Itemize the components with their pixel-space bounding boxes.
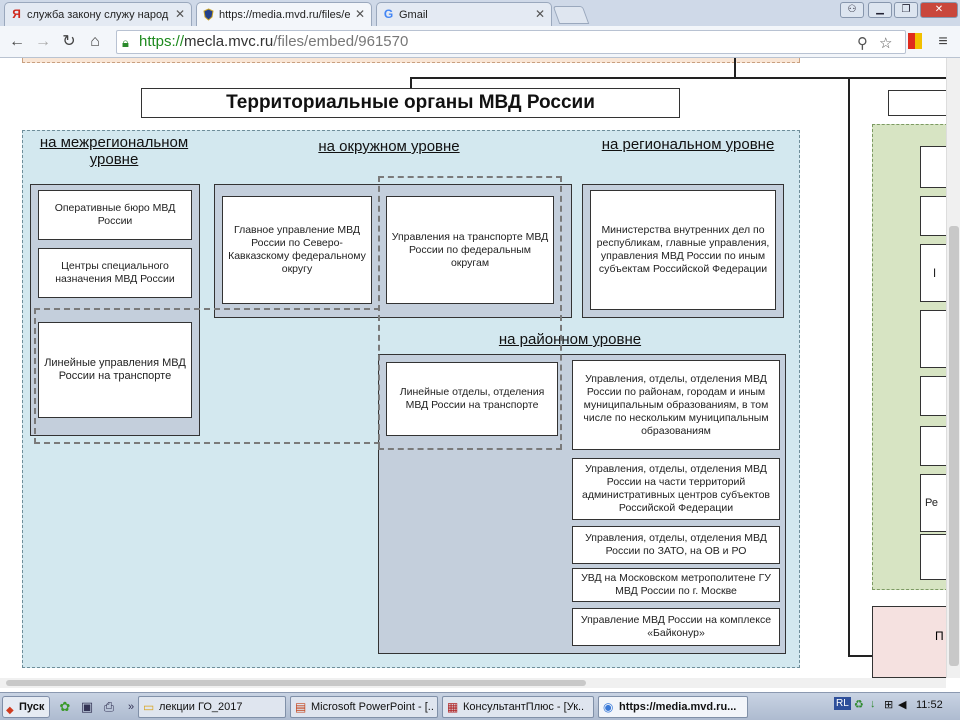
taskbar-item-powerpoint[interactable]: ▤ Microsoft PowerPoint - [.. xyxy=(290,696,438,718)
box-linear-departments: Линейные отделы, отделения МВД России на… xyxy=(386,362,558,436)
bookmark-star-icon[interactable]: ☆ xyxy=(879,35,893,52)
scroll-thumb[interactable] xyxy=(6,680,586,686)
forward-arrow-icon[interactable]: → xyxy=(35,33,51,50)
start-label: Пуск xyxy=(19,701,45,713)
tab-label: https://media.mvd.ru/files/e xyxy=(219,8,351,21)
minimize-button[interactable]: ▁ xyxy=(868,2,892,18)
shield-icon xyxy=(202,8,215,21)
maximize-button[interactable]: ❐ xyxy=(894,2,918,18)
right-pink-box: П xyxy=(872,606,948,678)
close-tab-icon[interactable]: ✕ xyxy=(354,7,365,21)
menu-icon[interactable]: ≡ xyxy=(938,33,948,50)
quicklaunch-icon[interactable]: ✿ xyxy=(59,699,71,714)
connector-line xyxy=(410,77,412,89)
box-operational-bureaus: Оперативные бюро МВД России xyxy=(38,190,192,240)
url-scheme: https:// xyxy=(139,33,185,50)
box-metro: УВД на Московском метрополитене ГУ МВД Р… xyxy=(572,568,780,602)
browser-toolbar: ← → ↻ ⌂ 🔒︎ https://mecla.mvc.ru/files/em… xyxy=(0,26,960,58)
box-zato: Управления, отделы, отделения МВД России… xyxy=(572,526,780,564)
right-box: І xyxy=(920,244,948,302)
close-tab-icon[interactable]: ✕ xyxy=(174,7,185,21)
box-linear-transport-directorates: Линейные управления МВД России на трансп… xyxy=(38,322,192,418)
back-arrow-icon[interactable]: ← xyxy=(9,33,25,50)
connector-line xyxy=(848,655,872,657)
right-box xyxy=(920,146,948,188)
connector-line xyxy=(734,58,736,78)
tray-icon[interactable]: ↓ xyxy=(870,698,876,710)
chrome-icon: ◉ xyxy=(603,700,614,714)
right-box xyxy=(920,534,948,580)
right-box xyxy=(920,426,948,466)
connector-line xyxy=(410,77,946,79)
reload-icon[interactable]: ↻ xyxy=(62,33,76,50)
user-icon[interactable]: ⚇ xyxy=(840,2,864,18)
right-box xyxy=(920,310,948,368)
quicklaunch-icon[interactable]: ⎙ xyxy=(103,699,115,714)
chart-title: Территориальные органы МВД России xyxy=(141,88,680,118)
tab-gmail[interactable]: G Gmail ✕ xyxy=(376,2,552,26)
tray-icon[interactable]: ♻ xyxy=(854,699,864,711)
chevron-right-icon[interactable]: » xyxy=(127,701,135,713)
tab-strip: Я служба закону служу народ ✕ https://me… xyxy=(0,0,960,26)
consultant-icon: ▦ xyxy=(447,700,459,714)
zone-title-local: на районном уровне xyxy=(498,331,642,348)
lock-icon: 🔒︎ xyxy=(122,35,129,50)
quicklaunch-icon[interactable]: ▣ xyxy=(80,699,94,714)
extension-icon[interactable] xyxy=(908,33,922,49)
close-window-button[interactable]: ✕ xyxy=(920,2,958,18)
new-tab-button[interactable] xyxy=(552,6,590,24)
url-host: mecla.mvc.ru xyxy=(184,33,274,50)
box-main-directorate-nc: Главное управление МВД России по Северо-… xyxy=(222,196,372,304)
tab-media-mvd[interactable]: https://media.mvd.ru/files/e ✕ xyxy=(196,2,372,26)
taskbar-item-consultant[interactable]: ▦ КонсультантПлюс - [Ук.. xyxy=(442,696,594,718)
box-district-departments: Управления, отделы, отделения МВД России… xyxy=(572,360,780,450)
yandex-icon: Я xyxy=(12,7,21,21)
top-strip xyxy=(22,58,800,63)
taskbar-item-label: КонсультантПлюс - [Ук.. xyxy=(463,701,585,713)
close-tab-icon[interactable]: ✕ xyxy=(534,7,545,21)
url-path: /files/embed/961570 xyxy=(273,33,409,50)
clock[interactable]: 11:52 xyxy=(916,699,943,711)
box-baikonur: Управление МВД России на комплексе «Байк… xyxy=(572,608,780,646)
transport-group-outline xyxy=(34,308,380,444)
tab-label: служба закону служу народ xyxy=(27,8,169,21)
scroll-thumb[interactable] xyxy=(949,226,959,666)
taskbar-item-chrome[interactable]: ◉ https://media.mvd.ru... xyxy=(598,696,748,718)
taskbar-item-label: Microsoft PowerPoint - [.. xyxy=(311,701,434,713)
page-content: Территориальные органы МВД России на меж… xyxy=(0,58,960,688)
language-indicator[interactable]: RL xyxy=(834,697,851,710)
windows-taskbar: ◆ Пуск ✿ ▣ ⎙ » ▭ лекции ГО_2017 ▤ Micros… xyxy=(0,692,960,720)
right-box xyxy=(920,376,948,416)
zone-title-regional: на региональном уровне xyxy=(601,136,775,153)
powerpoint-icon: ▤ xyxy=(295,700,307,714)
box-transport-directorates: Управления на транспорте МВД России по ф… xyxy=(386,196,554,304)
right-title-box xyxy=(888,90,948,116)
horizontal-scrollbar[interactable] xyxy=(0,678,946,688)
zoom-icon[interactable]: ⚲ xyxy=(857,35,868,52)
box-special-centers: Центры специального назначения МВД Росси… xyxy=(38,248,192,298)
windows-flag-icon: ◆ xyxy=(6,705,14,716)
zone-title-interregional: на межрегиональном уровне xyxy=(39,134,189,168)
right-box xyxy=(920,196,948,236)
address-bar[interactable]: 🔒︎ https://mecla.mvc.ru/files/embed/9615… xyxy=(116,30,906,54)
tray-icon[interactable]: ⊞ xyxy=(884,699,894,711)
folder-icon: ▭ xyxy=(143,700,155,714)
box-ministries: Министерства внутренних дел по республик… xyxy=(590,190,776,310)
volume-icon[interactable]: ◀︎ xyxy=(898,699,907,711)
tab-label: Gmail xyxy=(399,8,428,21)
right-box: Ре xyxy=(920,474,948,532)
tab-yandex[interactable]: Я служба закону служу народ ✕ xyxy=(4,2,192,26)
box-admin-centers: Управления, отделы, отделения МВД России… xyxy=(572,458,780,520)
zone-title-district: на окружном уровне xyxy=(318,138,460,155)
taskbar-item-label: лекции ГО_2017 xyxy=(159,701,243,713)
vertical-scrollbar[interactable] xyxy=(946,58,960,678)
home-icon[interactable]: ⌂ xyxy=(90,33,100,50)
taskbar-item-label: https://media.mvd.ru... xyxy=(619,701,737,713)
taskbar-item-folder[interactable]: ▭ лекции ГО_2017 xyxy=(138,696,286,718)
transport-group-outline xyxy=(378,176,562,450)
start-button[interactable]: ◆ Пуск xyxy=(2,696,50,718)
google-icon: G xyxy=(383,7,394,21)
connector-line xyxy=(848,77,850,657)
